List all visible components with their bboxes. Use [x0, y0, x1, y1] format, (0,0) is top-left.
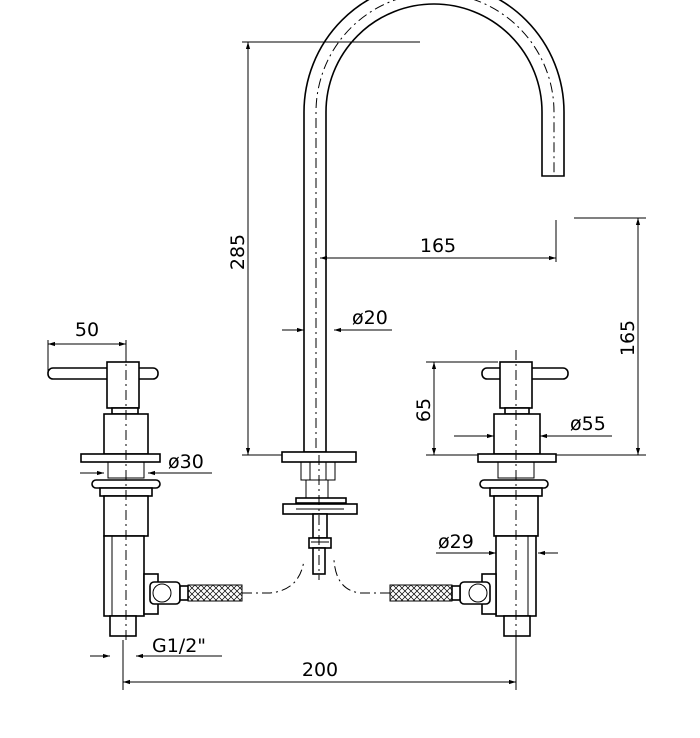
- dim-rosette-diameter-right: ø55: [570, 413, 606, 435]
- dim-valve-body-diameter: ø29: [438, 531, 474, 553]
- dimension-lines: [47, 41, 646, 690]
- dim-spout-diameter: ø20: [352, 307, 388, 329]
- hose-paths: [242, 559, 390, 594]
- dim-spout-reach: 165: [420, 235, 456, 257]
- spout: [281, 0, 565, 580]
- left-valve: [47, 350, 243, 640]
- dim-rosette-diameter-left: ø30: [168, 451, 204, 473]
- dim-height-total: 285: [227, 234, 249, 270]
- dim-spout-height: 165: [617, 320, 639, 356]
- dim-connection-thread: G1/2": [152, 635, 206, 657]
- dim-handle-length: 50: [75, 319, 99, 341]
- dim-center-distance: 200: [302, 659, 338, 681]
- right-valve: [389, 350, 569, 640]
- dim-valve-height: 65: [413, 398, 435, 422]
